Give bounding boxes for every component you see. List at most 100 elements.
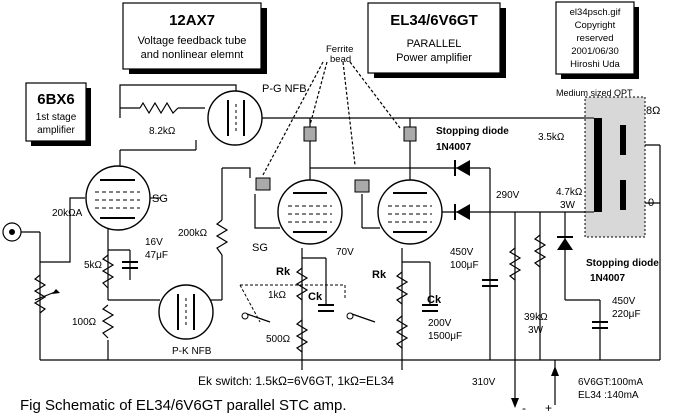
label-200v: 200V <box>428 318 452 329</box>
input-jack-icon <box>2 222 22 242</box>
ek-switch <box>239 284 376 323</box>
label-stopping-diode-2: Stopping diode <box>586 258 659 269</box>
label-500: 500Ω <box>266 334 291 345</box>
resistor-100 <box>101 304 115 339</box>
label-1500uf: 1500μF <box>428 331 462 342</box>
label-pg-nfb: P-G NFB <box>262 83 307 95</box>
ferrite-bead-icon <box>255 177 271 191</box>
label-47uf: 47μF <box>145 250 168 261</box>
info-line-3: reserved <box>577 33 614 44</box>
label-ck1: Ck <box>308 291 323 303</box>
resistor-200k <box>215 219 229 256</box>
label-1k: 1kΩ <box>268 290 287 301</box>
label-16v: 16V <box>145 237 163 248</box>
label-1n4007-1: 1N4007 <box>436 142 471 153</box>
ferrite-bead-icon <box>354 179 370 193</box>
ferrite-bead-icon <box>403 126 417 142</box>
label-plus: + <box>545 401 552 415</box>
resistor-20k <box>33 274 47 314</box>
tube-6bx6-icon <box>85 165 151 231</box>
label-3w-2: 3W <box>528 325 544 336</box>
label-3w-1: 3W <box>560 200 576 211</box>
ferrite-beads <box>255 126 417 193</box>
resistor-5k <box>101 254 115 289</box>
label-stopping-diode-1: Stopping diode <box>436 126 509 137</box>
label-220uf: 220μF <box>612 309 641 320</box>
diode-icon <box>456 204 470 220</box>
label-39k: 39kΩ <box>524 312 548 323</box>
info-line-2: Copyright <box>575 20 616 31</box>
label-1n4007-2: 1N4007 <box>590 273 625 284</box>
label-5k: 5kΩ <box>84 260 103 271</box>
box-6bx6-sub2: amplifier <box>37 125 75 136</box>
label-20k: 20kΩA <box>52 208 83 219</box>
label-100uf: 100μF <box>450 260 479 271</box>
box-el34-sub1: PARALLEL <box>407 38 462 50</box>
info-line-5: Hiroshi Uda <box>570 59 620 70</box>
box-el34-title: EL34/6V6GT <box>390 12 478 29</box>
wiring <box>20 84 661 405</box>
box-12ax7-sub2: and nonlinear elemnt <box>141 49 244 61</box>
label-current-el34: EL34 :140mA <box>578 390 639 401</box>
label-200k: 200kΩ <box>178 228 208 239</box>
label-bead: bead <box>330 54 351 65</box>
resistor-39k <box>508 247 522 281</box>
label-sg1: SG <box>152 193 168 205</box>
resistor-rk2 <box>395 271 409 305</box>
box-12ax7: 12AX7 Voltage feedback tube and nonlinea… <box>122 2 267 74</box>
minus-arrow-icon <box>511 398 519 408</box>
info-line-1: el34psch.gif <box>570 7 621 18</box>
plus-arrow-icon <box>551 366 559 376</box>
diodes <box>454 160 573 250</box>
box-info: el34psch.gif Copyright reserved 2001/06/… <box>555 1 639 79</box>
box-el34-sub2: Power amplifier <box>396 52 472 64</box>
label-310v: 310V <box>472 377 496 388</box>
label-ferrite: Ferrite <box>326 44 353 55</box>
box-12ax7-title: 12AX7 <box>169 12 215 29</box>
tube-12ax7-bottom-icon <box>158 284 214 340</box>
label-sg2: SG <box>252 242 268 254</box>
box-6bx6-sub1: 1st stage <box>36 112 77 123</box>
box-el34: EL34/6V6GT PARALLEL Power amplifier <box>367 2 506 78</box>
supply-arrows <box>511 366 559 408</box>
resistors <box>33 101 547 353</box>
ferrite-bead-icon <box>303 126 317 142</box>
label-100: 100Ω <box>72 317 97 328</box>
label-4k7: 4.7kΩ <box>556 187 583 198</box>
labels: Ferrite bead P-G NFB 8.2kΩ SG 20kΩA 5kΩ … <box>20 44 660 415</box>
box-6bx6: 6BX6 1st stage amplifier <box>25 82 91 146</box>
resistor-8k2 <box>139 101 179 115</box>
label-rk2: Rk <box>372 269 387 281</box>
label-pk-nfb: P-K NFB <box>172 346 212 357</box>
label-290v: 290V <box>496 190 520 201</box>
ferrite-leaders <box>262 61 401 176</box>
label-ek-switch: Ek switch: 1.5kΩ=6V6GT, 1kΩ=EL34 <box>198 374 394 388</box>
label-ck2: Ck <box>427 294 442 306</box>
capacitors <box>122 261 608 329</box>
label-opt: Medium sized OPT <box>556 88 633 98</box>
label-450v-1: 450V <box>450 247 474 258</box>
label-70v: 70V <box>336 247 354 258</box>
resistor-rk1 <box>295 267 309 301</box>
label-current-6v6: 6V6GT:100mA <box>578 377 643 388</box>
box-12ax7-sub1: Voltage feedback tube <box>138 35 247 47</box>
box-6bx6-title: 6BX6 <box>37 91 75 108</box>
label-8k2: 8.2kΩ <box>149 126 176 137</box>
label-8ohm: 8Ω <box>646 105 660 117</box>
label-450v-2: 450V <box>612 296 636 307</box>
tube-power-1-icon <box>277 179 343 245</box>
label-rk1: Rk <box>276 266 291 278</box>
diode-icon <box>557 238 573 250</box>
tube-power-2-icon <box>377 179 443 245</box>
figure-caption: Fig Schematic of EL34/6V6GT parallel STC… <box>20 397 347 414</box>
label-minus: - <box>522 401 526 415</box>
diode-icon <box>456 160 470 176</box>
transformer-icon <box>584 96 646 238</box>
resistor-4k7 <box>533 234 547 268</box>
label-zero: 0 <box>648 197 654 209</box>
tube-12ax7-top-icon <box>207 90 263 146</box>
info-line-4: 2001/06/30 <box>571 46 619 57</box>
resistor-rk3 <box>395 315 409 349</box>
label-3k5: 3.5kΩ <box>538 132 565 143</box>
